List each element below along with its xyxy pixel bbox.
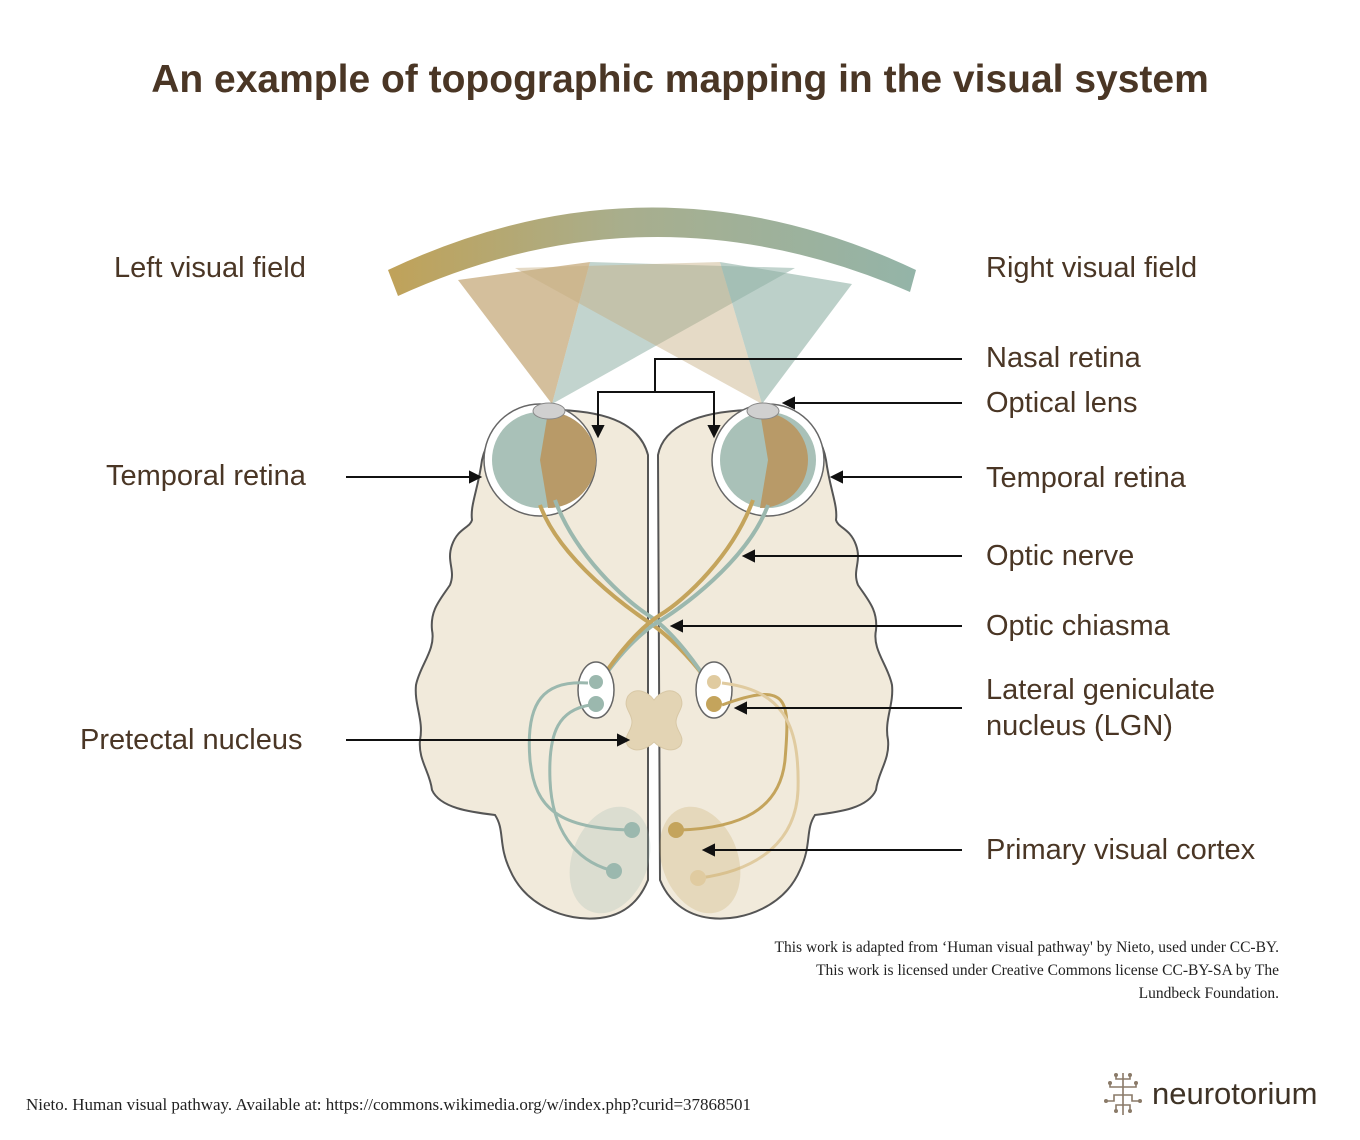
cone-left-gold xyxy=(458,262,590,404)
label-temporal-retina-right: Temporal retina xyxy=(986,462,1186,494)
label-nasal-retina: Nasal retina xyxy=(986,342,1141,374)
label-right-visual-field: Right visual field xyxy=(986,252,1198,284)
visual-field-gap xyxy=(404,242,906,302)
right-eye-temporal-half xyxy=(760,412,808,508)
license-credit: This work is adapted from ‘Human visual … xyxy=(679,936,1279,1005)
radiation-right-gold xyxy=(679,693,789,832)
left-lens xyxy=(532,402,566,420)
brand-name: neurotorium xyxy=(1152,1076,1318,1111)
right-lens xyxy=(746,402,780,420)
cone-right-teal xyxy=(720,262,852,404)
pointer-lines xyxy=(346,358,962,857)
visual-field-arc xyxy=(388,207,916,296)
lgn-right-dot-bottom xyxy=(706,696,722,712)
pretectal-nucleus-shape xyxy=(625,690,683,751)
label-lgn-line1: Lateral geniculate xyxy=(986,674,1215,706)
label-lgn-line2: nucleus (LGN) xyxy=(986,710,1173,743)
credit-line-2: This work is licensed under Creative Com… xyxy=(816,962,1279,979)
label-optic-chiasma: Optic chiasma xyxy=(986,610,1170,642)
v1-right-dot-1 xyxy=(668,822,684,838)
credit-line-3: Lundbeck Foundation. xyxy=(1138,985,1279,1002)
label-primary-visual-cortex: Primary visual cortex xyxy=(986,834,1256,866)
label-left-visual-field: Left visual field xyxy=(114,252,306,284)
lgn-left-dot-bottom xyxy=(588,696,604,712)
lgn-left-dot-top xyxy=(589,675,603,689)
v1-right-dot-2 xyxy=(690,870,706,886)
credit-line-1: This work is adapted from ‘Human visual … xyxy=(774,939,1279,956)
lgn-left xyxy=(577,661,615,719)
label-optic-nerve: Optic nerve xyxy=(986,540,1135,572)
left-eye-temporal-half xyxy=(540,412,596,508)
label-temporal-retina-left: Temporal retina xyxy=(106,460,306,492)
v1-left-dot-2 xyxy=(606,863,622,879)
neurotorium-logo-icon xyxy=(1104,1073,1142,1115)
lgn-right-dot-top xyxy=(707,675,721,689)
page-title: An example of topographic mapping in the… xyxy=(151,58,1209,101)
radiation-left-teal-2 xyxy=(548,703,611,872)
radiation-left-teal xyxy=(527,681,631,832)
label-pretectal-nucleus: Pretectal nucleus xyxy=(80,724,303,756)
label-lgn: Lateral geniculate nucleus (LGN) xyxy=(986,672,1215,745)
brand-logo: neurotorium xyxy=(1102,1068,1317,1120)
radiation-right-lightgold xyxy=(699,681,800,880)
v1-left-dot-1 xyxy=(624,822,640,838)
label-optical-lens: Optical lens xyxy=(986,387,1138,419)
cone-right-gold xyxy=(515,262,762,404)
source-citation: Nieto. Human visual pathway. Available a… xyxy=(26,1095,752,1114)
